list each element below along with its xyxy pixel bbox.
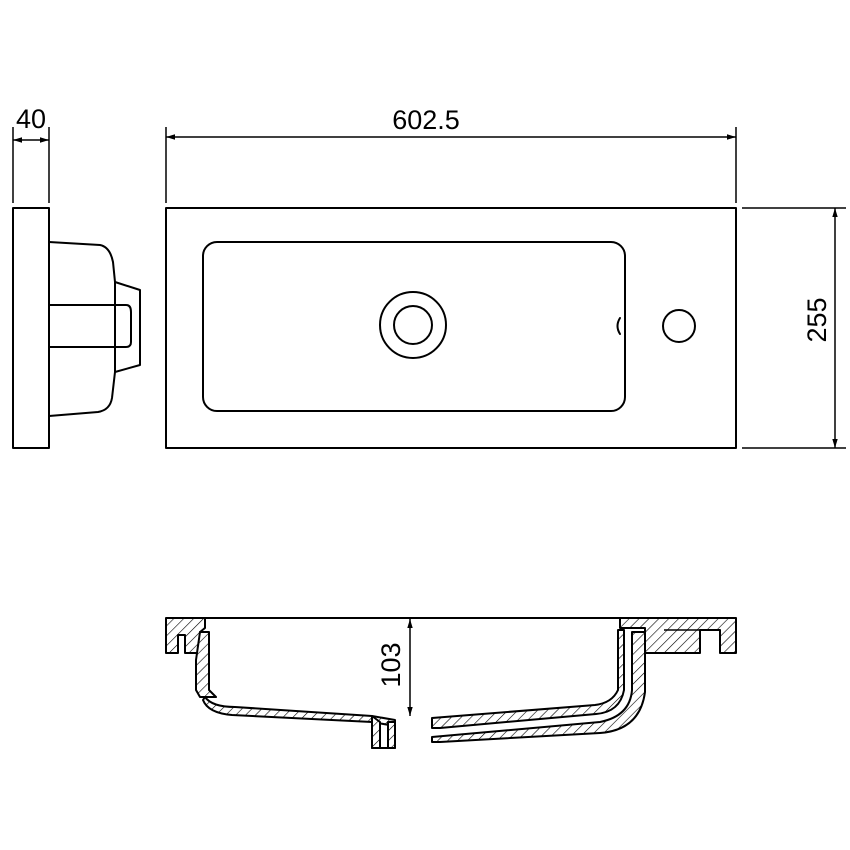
section-left-rim [165,617,206,654]
drain-inner-ring [393,305,433,345]
dimension-bowl-depth: 103 [376,619,413,716]
section-left-wall [195,631,217,698]
bowl-outline [202,241,626,412]
top-view [165,207,737,449]
section-view [165,617,737,749]
drain-outer-ring [379,291,447,359]
overall-depth-label: 255 [802,297,832,342]
section-drain-left [371,715,381,749]
side-bowl-profile [48,241,141,417]
dimension-side-thickness: 40 [12,104,50,203]
dimension-overall-width: 602.5 [165,105,737,203]
side-view [12,207,141,449]
basin-outline [165,207,737,449]
section-drain-right [387,721,396,749]
side-drain-profile [48,304,132,348]
side-thickness-label: 40 [16,104,46,134]
section-right-bottom [431,629,625,729]
section-bottom-shell [202,696,396,727]
side-panel [12,207,50,449]
bowl-depth-label: 103 [376,642,406,687]
overall-width-label: 602.5 [392,105,460,135]
dimension-overall-depth: 255 [742,207,846,449]
section-overflow-channel [431,631,646,743]
overflow-slot [616,317,621,335]
tap-hole [662,309,696,343]
